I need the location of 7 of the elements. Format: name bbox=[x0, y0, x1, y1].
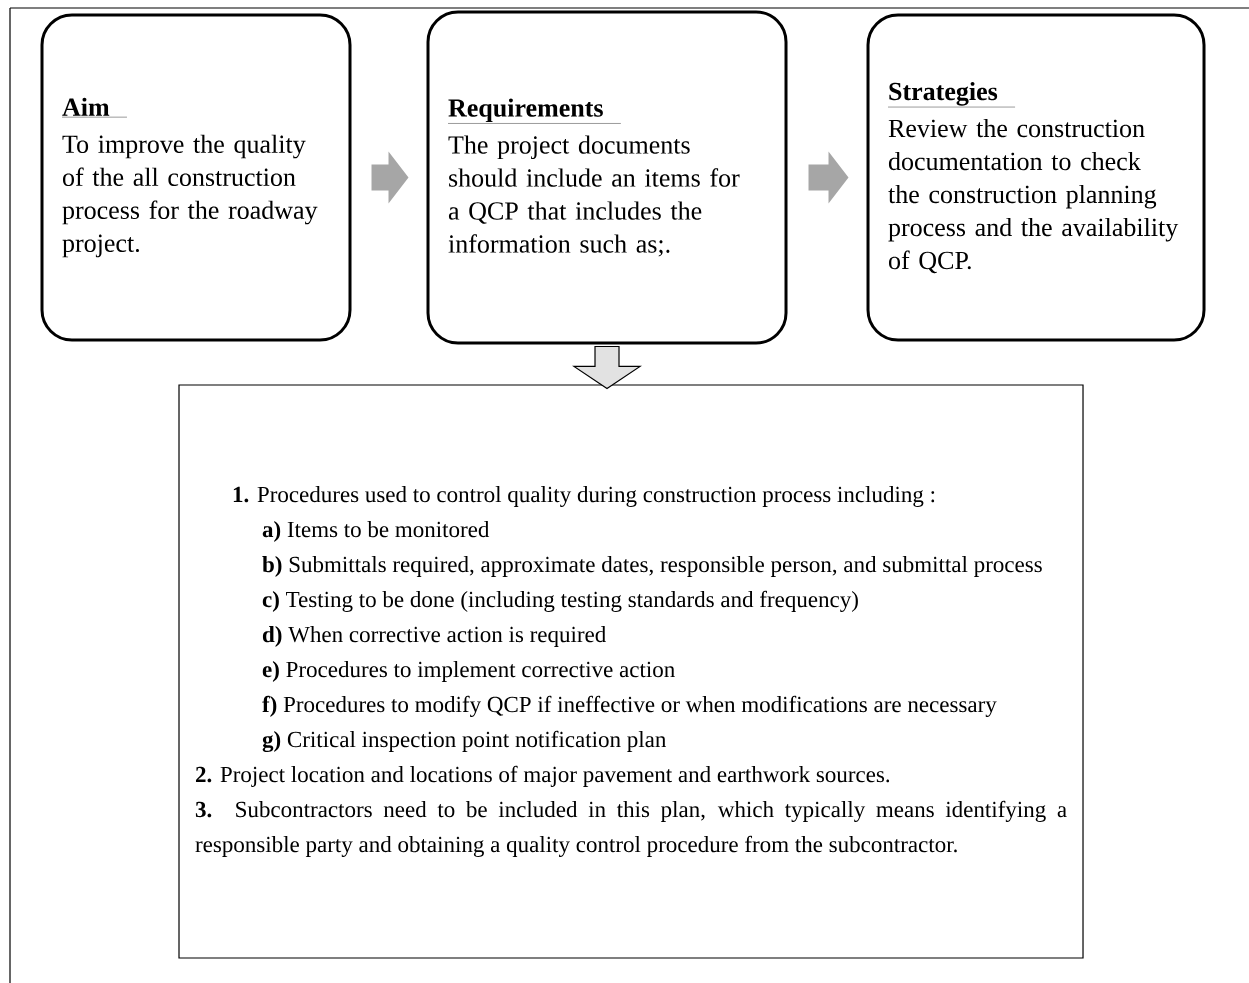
list-box: 1. Procedures used to control quality during construction process including : a) Items to be monitored b) Submittals required, approximate dates, responsible person, and submittal process c) Testing to be done (including testing standards and frequency) d) When corrective action is required e) Procedures to implement corrective action f) Procedures to modify QCP if ineffective or when modifications are necessary g) Critical inspection point notification plan 2. Project location and locations of major pavement and earthwork sources. 3. Subcontractors need to be included in this plan, which typically means identifying a responsible party and obtaining a quality control procedure from the subcontractor. bbox=[178, 384, 1084, 959]
block-arrow bbox=[572, 345, 642, 390]
block-arrow bbox=[371, 151, 409, 204]
process-box: Aim To improve the quality of the all construction process for the roadway project. bbox=[40, 13, 352, 342]
process-box: Strategies Review the construction documentation to check the construction planning process and the availability of QCP. bbox=[866, 13, 1206, 342]
block-arrow bbox=[808, 151, 849, 204]
process-box: Requirements The project documents should include an items for a QCP that includes the information such as;. bbox=[426, 10, 788, 345]
